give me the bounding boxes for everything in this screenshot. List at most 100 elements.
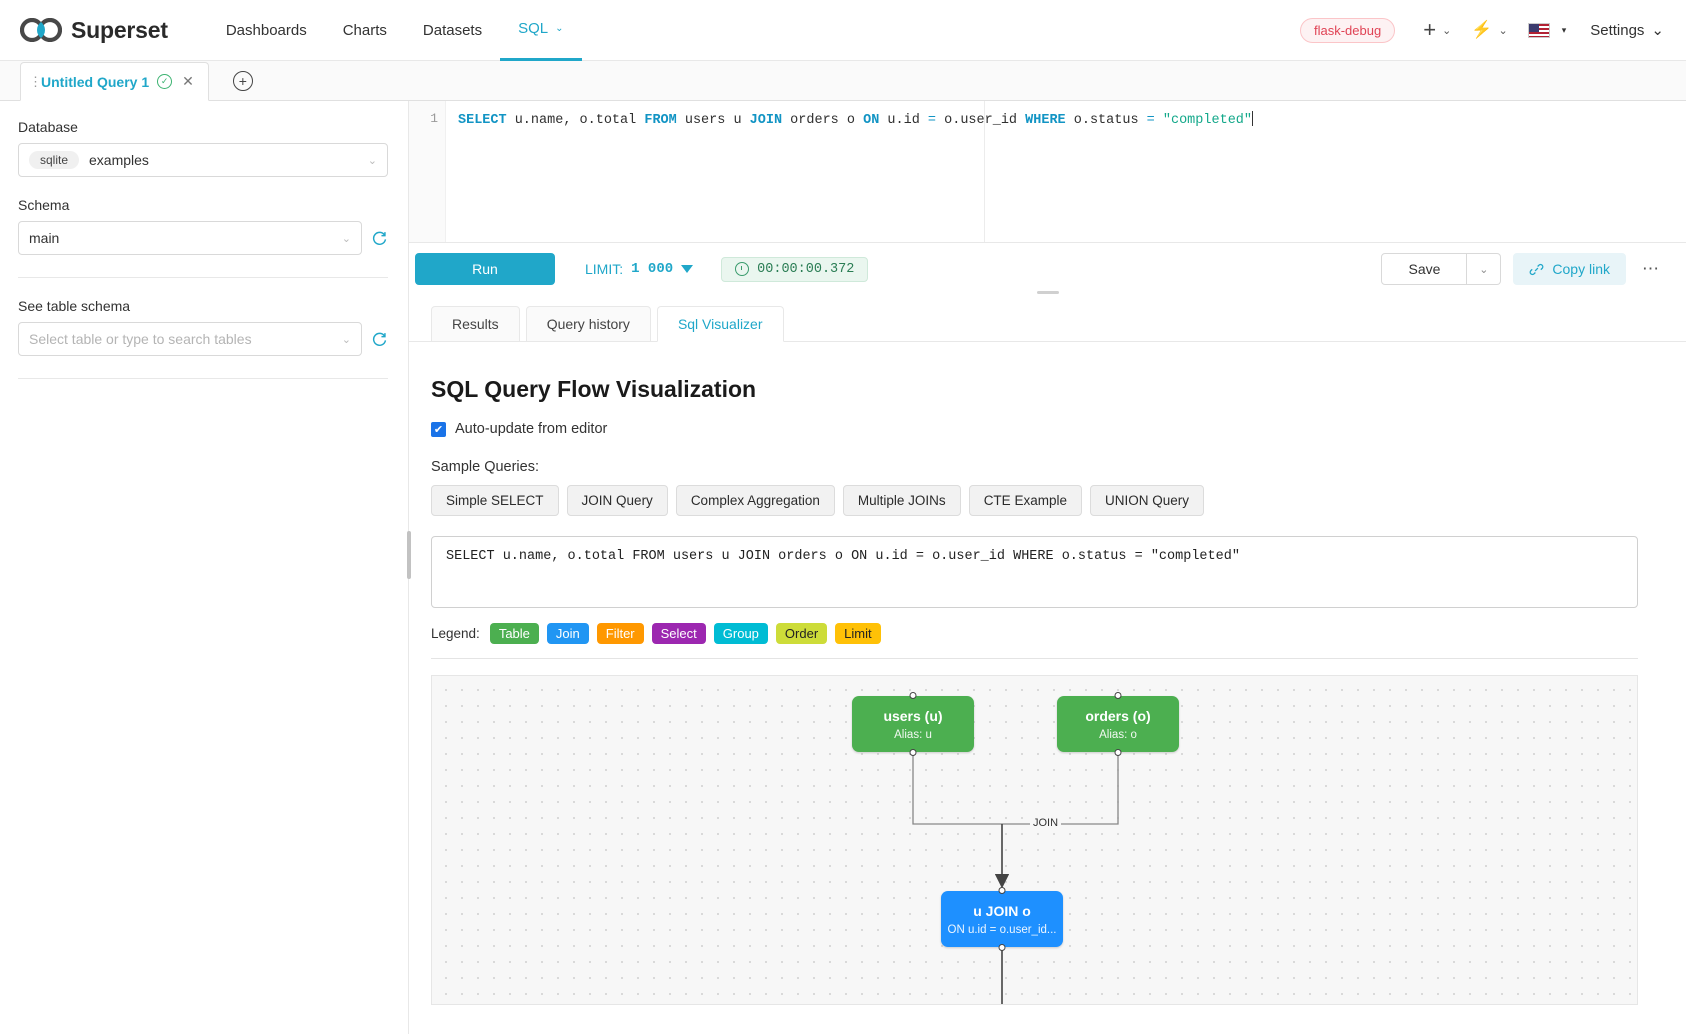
tab-label: Sql Visualizer	[677, 316, 763, 332]
node-port-bottom[interactable]	[909, 749, 917, 756]
sql-editor[interactable]: 1 SELECT u.name, o.total FROM users u JO…	[409, 101, 1686, 243]
link-icon	[1530, 263, 1544, 275]
database-select[interactable]: sqlite examples ⌄	[18, 143, 388, 177]
run-button[interactable]: Run	[415, 253, 555, 285]
result-tabs: Results Query history Sql Visualizer	[409, 295, 1686, 342]
line-number: 1	[430, 111, 438, 126]
caret-down-icon	[681, 265, 694, 273]
sample-query-button-join-query[interactable]: JOIN Query	[566, 485, 668, 516]
refresh-tables-icon[interactable]	[371, 331, 388, 348]
superset-logo-icon	[20, 18, 62, 42]
code-token: WHERE	[1025, 113, 1066, 128]
tab-label: Query history	[546, 316, 630, 332]
copy-link-label: Copy link	[1552, 261, 1610, 277]
node-port-top[interactable]	[998, 887, 1006, 894]
settings-menu[interactable]: Settings ⌄	[1576, 21, 1664, 40]
plus-icon: +	[1423, 17, 1437, 42]
tab-label: Results	[452, 316, 499, 332]
database-engine-badge: sqlite	[29, 151, 80, 169]
flow-node-users[interactable]: users (u)Alias: u	[852, 692, 974, 756]
left-sidebar: Database sqlite examples ⌄ Schema main ⌄	[0, 101, 411, 1034]
flow-edges	[912, 754, 1119, 1004]
nav-link-label: Dashboards	[225, 21, 307, 39]
refresh-schema-icon[interactable]	[371, 230, 388, 247]
brand-name: Superset	[71, 16, 168, 43]
sql-input[interactable]	[431, 536, 1638, 608]
code-token: FROM	[644, 113, 677, 128]
sample-query-button-simple-select[interactable]: Simple SELECT	[431, 485, 559, 516]
editor-toolbar: Run LIMIT: 1 000 00:00:00.372 Save ⌄	[409, 243, 1686, 295]
schema-select[interactable]: main ⌄	[18, 221, 362, 255]
limit-dropdown[interactable]: LIMIT: 1 000	[585, 261, 694, 277]
copy-link-button[interactable]: Copy link	[1513, 253, 1626, 285]
new-item-button[interactable]: + ⌄	[1413, 19, 1461, 41]
node-port-bottom[interactable]	[998, 944, 1006, 951]
close-icon[interactable]: ✕	[182, 73, 194, 89]
sample-query-button-complex-aggregation[interactable]: Complex Aggregation	[675, 485, 835, 516]
add-tab-button[interactable]: +	[232, 71, 253, 91]
query-tab[interactable]: ⋮ Untitled Query 1 ✓ ✕	[20, 62, 209, 101]
language-selector[interactable]: ▾	[1518, 22, 1577, 38]
node-title: u JOIN o	[973, 902, 1031, 919]
drag-handle-icon[interactable]: ⋮	[29, 73, 42, 89]
save-dropdown-button[interactable]: ⌄	[1467, 253, 1502, 285]
save-group: Save ⌄	[1381, 253, 1502, 285]
auto-update-checkbox[interactable]: ✔	[431, 421, 446, 437]
code-token: o.status	[1065, 113, 1147, 128]
auto-update-row[interactable]: ✔ Auto-update from editor	[431, 421, 1664, 437]
table-row: Select table or type to search tables ⌄	[18, 322, 388, 356]
nav-link-label: Datasets	[422, 21, 483, 39]
node-port-bottom[interactable]	[1114, 749, 1122, 756]
sample-query-button-cte-example[interactable]: CTE Example	[968, 485, 1082, 516]
body-split: Database sqlite examples ⌄ Schema main ⌄	[0, 101, 1686, 1034]
top-navbar: Superset Dashboards Charts Datasets SQL …	[0, 0, 1686, 61]
bolt-menu-button[interactable]: ⚡ ⌄	[1461, 20, 1517, 40]
code-token: users u	[676, 113, 750, 128]
settings-label: Settings	[1590, 21, 1645, 39]
code-token: u.id	[879, 113, 928, 128]
sample-query-button-union-query[interactable]: UNION Query	[1089, 485, 1204, 516]
code-token: orders o	[782, 113, 864, 128]
flow-node-orders[interactable]: orders (o)Alias: o	[1057, 692, 1179, 756]
legend-chip-join: Join	[546, 623, 589, 644]
tab-results[interactable]: Results	[431, 306, 520, 342]
tab-query-history[interactable]: Query history	[525, 306, 651, 342]
legend-chip-group: Group	[713, 623, 768, 644]
nav-link-charts[interactable]: Charts	[325, 0, 405, 61]
save-button[interactable]: Save	[1381, 253, 1468, 285]
legend-chip-select: Select	[651, 623, 706, 644]
node-port-top[interactable]	[909, 692, 917, 699]
sidebar-divider	[18, 277, 388, 278]
page-title: SQL Query Flow Visualization	[431, 376, 757, 402]
code-token: "completed"	[1154, 113, 1252, 128]
sample-query-button-multiple-joins[interactable]: Multiple JOINs	[842, 485, 961, 516]
chevron-down-icon: ⌄	[555, 23, 564, 34]
node-subtitle: ON u.id = o.user_id...	[947, 923, 1057, 936]
database-label: Database	[18, 119, 78, 135]
nav-link-datasets[interactable]: Datasets	[405, 0, 500, 61]
node-port-top[interactable]	[1114, 692, 1122, 699]
sidebar-resize-handle[interactable]	[407, 531, 411, 579]
code-token: SELECT	[458, 113, 507, 128]
table-select[interactable]: Select table or type to search tables ⌄	[18, 322, 362, 356]
code-token: =	[927, 113, 937, 128]
chevron-down-icon: ⌄	[1498, 24, 1508, 37]
tab-sql-visualizer[interactable]: Sql Visualizer	[656, 306, 784, 342]
timer-value: 00:00:00.372	[757, 261, 855, 277]
code-token: =	[1146, 113, 1155, 128]
caret-down-icon: ▾	[1561, 24, 1567, 35]
brand[interactable]: Superset	[20, 17, 168, 44]
more-options-icon[interactable]: ⋯	[1642, 259, 1660, 278]
node-subtitle: Alias: u	[894, 728, 932, 741]
nav-link-sql[interactable]: SQL ⌄	[500, 0, 582, 61]
flask-debug-badge: flask-debug	[1300, 17, 1396, 43]
clock-icon	[735, 262, 750, 276]
editor-code[interactable]: SELECT u.name, o.total FROM users u JOIN…	[446, 101, 1686, 242]
nav-link-dashboards[interactable]: Dashboards	[208, 0, 325, 61]
flow-node-join[interactable]: u JOIN o ON u.id = o.user_id...	[941, 887, 1063, 951]
code-token: ON	[863, 113, 880, 128]
sidebar-divider-2	[18, 378, 388, 379]
